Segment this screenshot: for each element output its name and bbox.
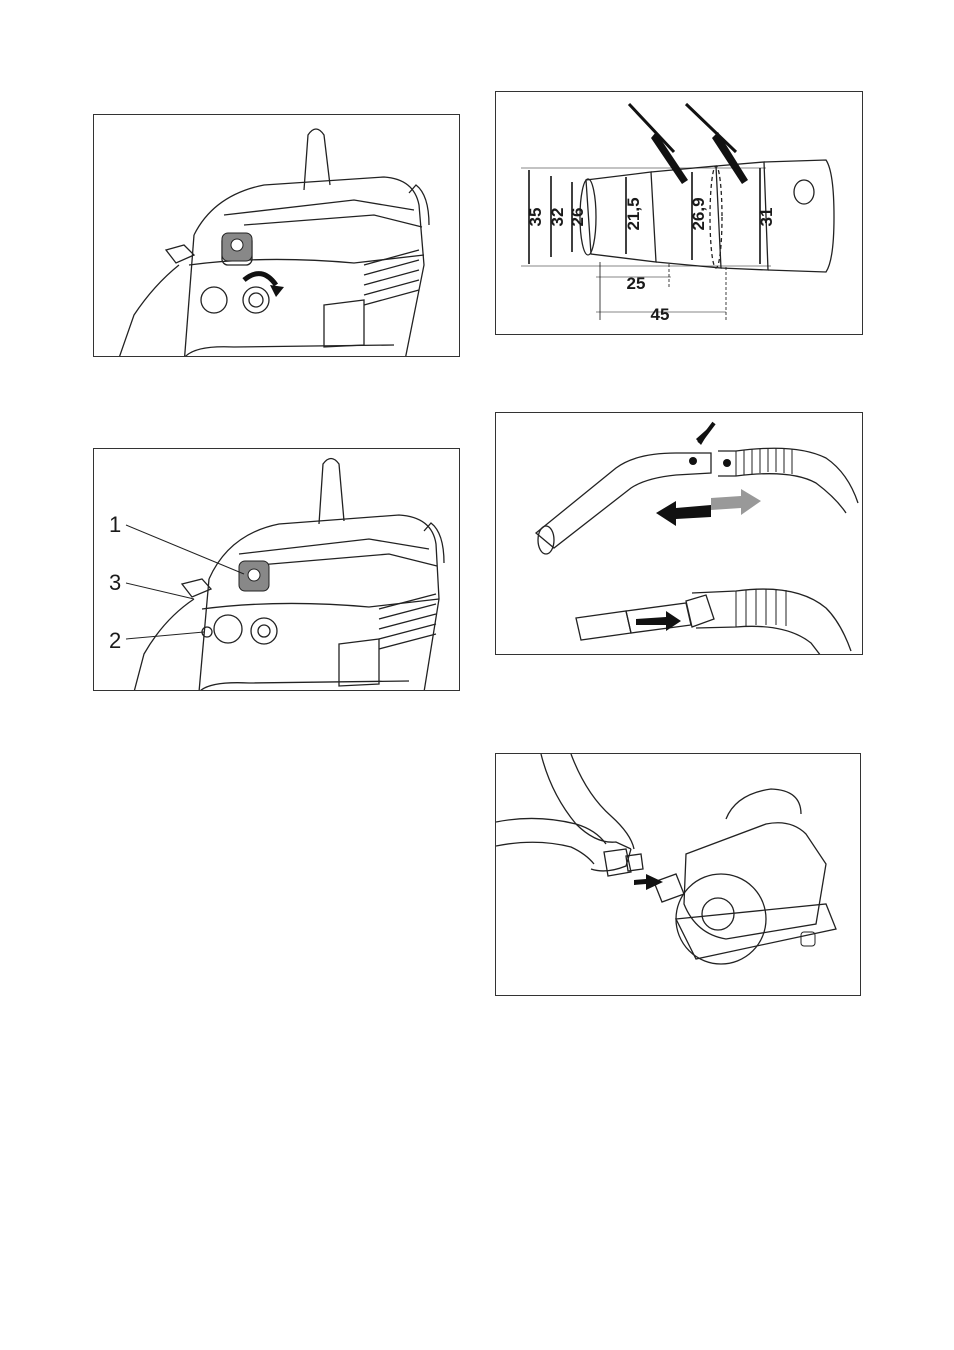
dim-35: 35 — [526, 208, 545, 227]
figure-vacuum-switch — [93, 114, 460, 357]
dim-26: 26 — [568, 208, 587, 227]
tool-connection-illustration — [496, 754, 861, 996]
callout-3: 3 — [109, 570, 121, 595]
dim-21-5: 21,5 — [624, 197, 643, 230]
figure-vacuum-callouts: 1 3 2 — [93, 448, 460, 691]
figure-hose-connection — [495, 412, 863, 655]
callout-2: 2 — [109, 628, 121, 653]
adapter-dimension-drawing: 35 32 26 21,5 26,9 31 25 45 — [496, 92, 863, 335]
hose-connection-illustration — [496, 413, 863, 655]
callout-1: 1 — [109, 512, 121, 537]
dim-26-9: 26,9 — [689, 197, 708, 230]
dim-25: 25 — [627, 274, 646, 293]
dim-31: 31 — [757, 208, 776, 227]
dim-45: 45 — [651, 305, 670, 324]
figure-adapter-dimensions: 35 32 26 21,5 26,9 31 25 45 — [495, 91, 863, 335]
vacuum-callout-illustration: 1 3 2 — [94, 449, 460, 691]
figure-tool-connection — [495, 753, 861, 996]
vacuum-illustration — [94, 115, 460, 357]
dim-32: 32 — [548, 208, 567, 227]
